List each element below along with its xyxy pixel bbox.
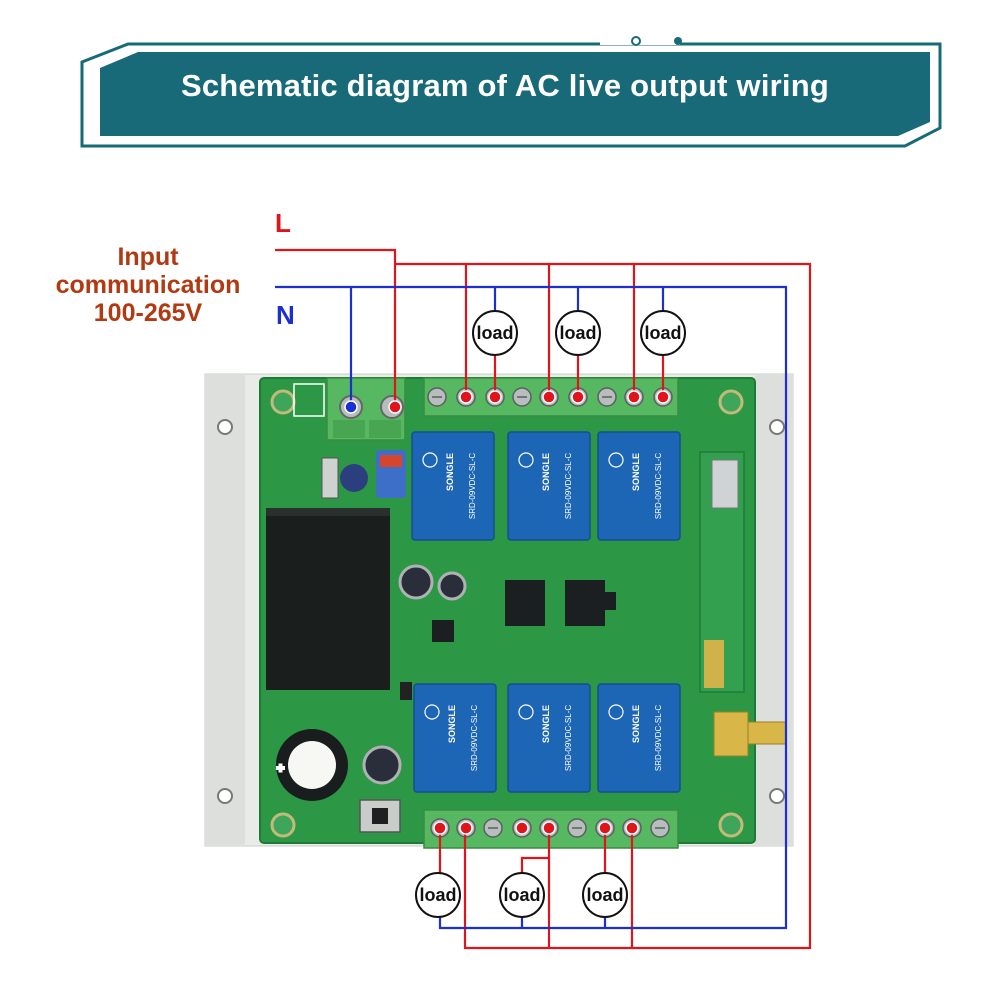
neutral-wire-bus	[275, 285, 788, 930]
bottom-terminal-dot	[433, 821, 447, 835]
relay-5: SONGLE SRD-09VDC-SL-C	[507, 683, 591, 793]
relay-model-label: SRD-09VDC-SL-C	[470, 705, 479, 771]
relay-model-label: SRD-09VDC-SL-C	[654, 705, 663, 771]
top-terminal-dot	[542, 390, 556, 404]
bottom-terminal-dot	[542, 821, 556, 835]
relay-brand-label: SONGLE	[541, 705, 551, 743]
load-symbol: load	[640, 310, 686, 356]
relay-6: SONGLE SRD-09VDC-SL-C	[597, 683, 681, 793]
power-module	[266, 508, 412, 700]
bottom-terminal-dot	[598, 821, 612, 835]
top-terminal-screw	[427, 387, 447, 407]
top-terminal-screw	[597, 387, 617, 407]
live-wire-bus	[395, 262, 812, 950]
load-label: load	[503, 885, 540, 905]
load-symbol: load	[582, 872, 628, 918]
relay-model-label: SRD-09VDC-SL-C	[564, 453, 573, 519]
load-label: load	[476, 323, 513, 343]
bottom-terminal-screw	[650, 818, 670, 838]
top-terminal-screw	[512, 387, 532, 407]
diagram-title: Schematic diagram of AC live output wiri…	[180, 68, 829, 103]
top-terminal-dot	[488, 390, 502, 404]
input-supply-label: Input communication 100-265V	[24, 243, 272, 327]
fuse-varistor	[321, 450, 406, 499]
load-symbol: load	[472, 310, 518, 356]
bottom-terminal-dot	[515, 821, 529, 835]
top-terminal-dot	[627, 390, 641, 404]
buzzer	[276, 729, 348, 801]
input-supply-line2: 100-265V	[93, 299, 203, 327]
relay-3: SONGLE SRD-09VDC-SL-C	[597, 431, 681, 541]
load-label: load	[644, 323, 681, 343]
capacitors	[362, 564, 467, 785]
load-symbol: load	[499, 872, 545, 918]
input-supply-line1: Input communication	[55, 243, 241, 299]
logic-ics	[432, 580, 616, 642]
load-symbol: load	[555, 310, 601, 356]
relay-brand-label: SONGLE	[445, 453, 455, 491]
rf-module	[699, 451, 787, 757]
relay-4: SONGLE SRD-09VDC-SL-C	[413, 683, 497, 793]
relay-model-label: SRD-09VDC-SL-C	[468, 453, 477, 519]
live-wire-input	[275, 248, 397, 407]
relay-1: SONGLE SRD-09VDC-SL-C	[411, 431, 495, 541]
top-terminal-dot	[571, 390, 585, 404]
relay-model-label: SRD-09VDC-SL-C	[564, 705, 573, 771]
bottom-terminal-dot	[625, 821, 639, 835]
relay-brand-label: SONGLE	[631, 705, 641, 743]
neutral-wire-label: N	[276, 300, 295, 330]
relay-brand-label: SONGLE	[631, 453, 641, 491]
switched-wire-bottom-load	[520, 856, 549, 875]
top-terminal-dot	[459, 390, 473, 404]
load-label: load	[586, 885, 623, 905]
input-terminal-dot	[344, 400, 358, 414]
load-label: load	[419, 885, 456, 905]
bottom-terminal-screw	[567, 818, 587, 838]
relay-model-label: SRD-09VDC-SL-C	[654, 453, 663, 519]
top-terminal-dot	[656, 390, 670, 404]
push-button	[359, 799, 401, 833]
relay-brand-label: SONGLE	[447, 705, 457, 743]
load-symbol: load	[415, 872, 461, 918]
bottom-terminal-screw	[483, 818, 503, 838]
relay-2: SONGLE SRD-09VDC-SL-C	[507, 431, 591, 541]
load-label: load	[559, 323, 596, 343]
bottom-terminal-dot	[459, 821, 473, 835]
live-wire-label: L	[275, 208, 291, 238]
input-terminal-dot	[388, 400, 402, 414]
relay-brand-label: SONGLE	[541, 453, 551, 491]
title-banner	[80, 36, 942, 148]
